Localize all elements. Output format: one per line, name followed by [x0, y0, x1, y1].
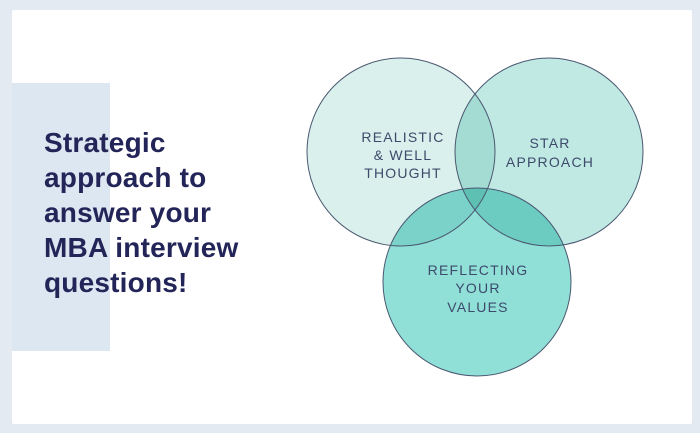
headline-line: Strategic	[44, 127, 166, 158]
venn-circle-values	[383, 188, 571, 376]
accent-block	[12, 83, 110, 351]
venn-label-values-line: YOUR	[455, 280, 500, 296]
venn-circle-outline	[454, 57, 644, 247]
slide-card: Strategic approach to answer your MBA in…	[12, 10, 692, 424]
venn-svg: REALISTIC & WELL THOUGHT STAR APPROACH R…	[306, 57, 644, 377]
venn-label-star-line: APPROACH	[506, 154, 594, 170]
venn-label-values-line: VALUES	[447, 299, 508, 315]
venn-circle-outline	[306, 57, 496, 247]
venn-label-realistic-line: THOUGHT	[364, 165, 442, 181]
venn-label-star-line: STAR	[529, 135, 570, 151]
venn-label-realistic-line: & WELL	[374, 147, 433, 163]
venn-label-realistic-line: REALISTIC	[361, 129, 444, 145]
headline-line: answer your	[44, 197, 212, 228]
venn-circle-outline	[382, 187, 572, 377]
headline-line: approach to	[44, 162, 207, 193]
slide-headline: Strategic approach to answer your MBA in…	[44, 125, 304, 300]
headline-line: questions!	[44, 267, 188, 298]
headline-line: MBA interview	[44, 232, 239, 263]
venn-diagram: REALISTIC & WELL THOUGHT STAR APPROACH R…	[300, 40, 700, 385]
venn-label-values-line: REFLECTING	[428, 262, 529, 278]
